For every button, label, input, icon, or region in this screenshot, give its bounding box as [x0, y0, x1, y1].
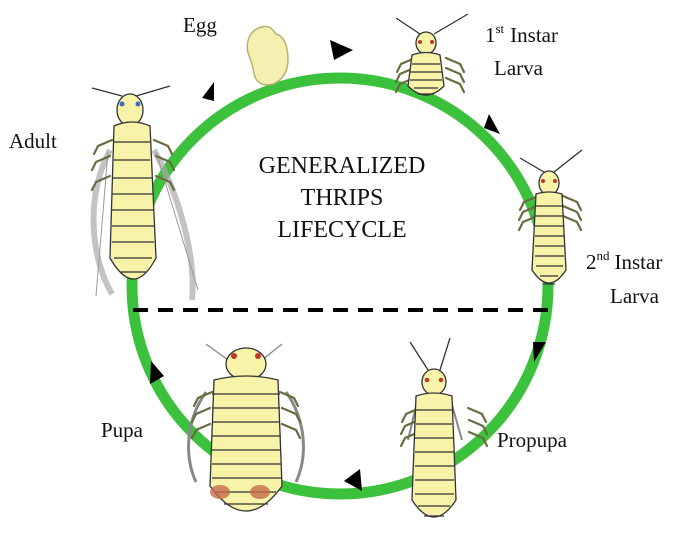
diagram-title: GENERALIZED THRIPS LIFECYCLE [259, 153, 426, 243]
larva1-ordinal: 1 [485, 23, 496, 47]
egg-illustration [247, 26, 288, 84]
stage-label-larva1-line2: Larva [494, 56, 544, 80]
propupa-illustration [401, 338, 487, 517]
larva2-ordinal-suffix: nd [597, 248, 611, 263]
adult-illustration [92, 86, 198, 300]
larva2-ordinal: 2 [586, 250, 597, 274]
stage-label-adult: Adult [9, 129, 57, 153]
larva2-word: Instar [615, 250, 663, 274]
stage-label-egg: Egg [183, 13, 217, 37]
larva1-word: Instar [510, 23, 558, 47]
stage-label-propupa: Propupa [497, 428, 568, 452]
title-line-2: THRIPS [301, 185, 384, 211]
arrow-egg-to-larva1 [330, 40, 353, 60]
stage-label-larva2-line2: Larva [610, 284, 660, 308]
larva1-ordinal-suffix: st [496, 21, 505, 36]
title-line-3: LIFECYCLE [277, 217, 406, 243]
larva2-illustration [519, 150, 582, 284]
stage-label-larva2: 2nd Instar [586, 248, 662, 274]
arrow-adult-to-egg [202, 82, 214, 101]
title-line-1: GENERALIZED [259, 153, 426, 179]
arrow-propupa-to-pupa [344, 469, 362, 491]
stage-label-pupa: Pupa [101, 418, 144, 442]
larva1-illustration [396, 14, 468, 95]
stage-label-larva1: 1st Instar [485, 21, 558, 47]
